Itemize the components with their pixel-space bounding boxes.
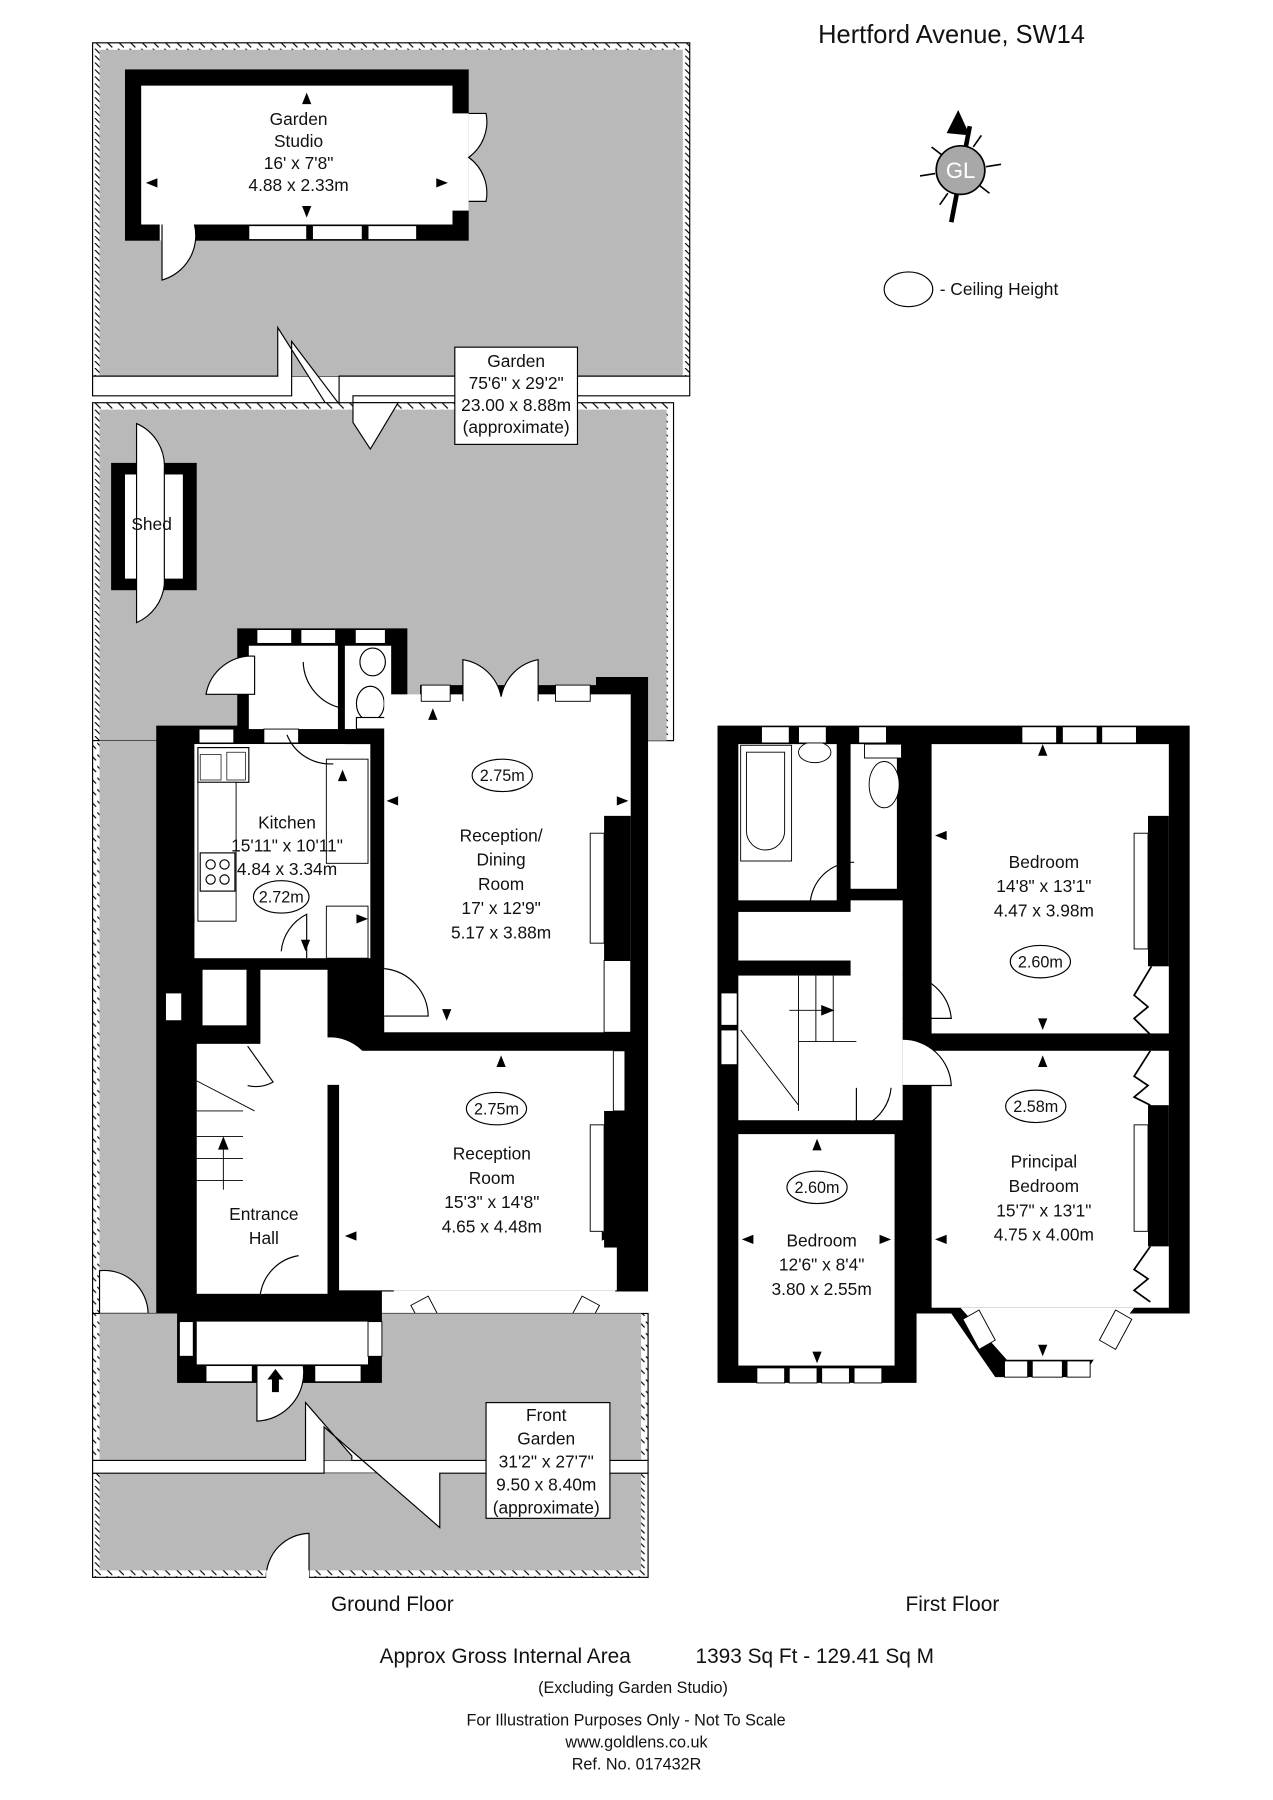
bedroom-rear-name: Bedroom	[1009, 852, 1079, 872]
ceiling-height-badge	[252, 880, 310, 914]
garden-label: Garden 75'6" x 29'2" 23.00 x 8.88m (appr…	[454, 346, 579, 445]
area-value: 1393 Sq Ft - 129.41 Sq M	[696, 1645, 935, 1668]
bedroom-rear-ceiling: 2.60m	[1018, 953, 1063, 971]
garden-note: (approximate)	[463, 417, 570, 437]
sink-icon	[197, 747, 250, 783]
dimension-arrow-icon	[302, 92, 312, 105]
entrance-hall-name-line2: Hall	[249, 1228, 279, 1248]
staircase	[740, 975, 857, 1111]
kitchen-metric: 4.84 x 3.34m	[237, 859, 337, 879]
first-floor-label: First Floor	[906, 1593, 1000, 1616]
front-garden-name-line2: Garden	[517, 1428, 575, 1448]
first-floor: Bedroom 14'8" x 13'1" 4.47 x 3.98m 2.60m…	[717, 725, 1190, 1384]
ceiling-height-badge	[786, 1170, 848, 1205]
front-garden-metric: 9.50 x 8.40m	[496, 1475, 596, 1495]
kitchen-name: Kitchen	[258, 813, 316, 833]
reception-name-line1: Reception	[453, 1144, 531, 1164]
kitchen-ceiling: 2.72m	[259, 889, 304, 907]
garden-studio-name-line1: Garden	[270, 109, 328, 129]
ceiling-height-badge	[1009, 944, 1072, 979]
garden-imperial: 75'6" x 29'2"	[469, 373, 564, 393]
entrance-hall-name-line1: Entrance	[229, 1204, 298, 1224]
principal-bedroom-ceiling: 2.58m	[1013, 1098, 1058, 1116]
bedroom-front-name: Bedroom	[786, 1230, 856, 1250]
reception-dining-name-line3: Room	[478, 874, 524, 894]
area-note: (Excluding Garden Studio)	[538, 1679, 728, 1697]
toilet-icon	[868, 761, 900, 809]
reception-dining-name-line2: Dining	[477, 850, 526, 870]
ceiling-height-legend-label: - Ceiling Height	[940, 279, 1059, 299]
reception-dining-name-line1: Reception/	[460, 825, 543, 845]
hob-icon	[199, 852, 236, 892]
reception-metric: 4.65 x 4.48m	[442, 1216, 542, 1236]
reception-dining-imperial: 17' x 12'9"	[461, 898, 540, 918]
staircase	[196, 1080, 255, 1190]
reception-dining-metric: 5.17 x 3.88m	[451, 923, 551, 943]
ceiling-height-legend-icon	[883, 271, 934, 308]
shed: Shed	[111, 422, 197, 624]
area-label: Approx Gross Internal Area	[380, 1645, 632, 1668]
bedroom-front-metric: 3.80 x 2.55m	[772, 1279, 872, 1299]
disclaimer: For Illustration Purposes Only - Not To …	[467, 1711, 786, 1729]
principal-bedroom-metric: 4.75 x 4.00m	[994, 1225, 1094, 1245]
address-title: Hertford Avenue, SW14	[818, 21, 1085, 49]
principal-bedroom-name-line2: Bedroom	[1009, 1176, 1079, 1196]
compass-logo-text: GL	[946, 158, 975, 183]
garden-studio-name-line2: Studio	[274, 131, 323, 151]
bedroom-rear-metric: 4.47 x 3.98m	[994, 901, 1094, 921]
compass-icon: GL	[919, 109, 1002, 223]
garden-studio-metric: 4.88 x 2.33m	[248, 175, 348, 195]
ceiling-height-legend: - Ceiling Height	[883, 271, 1059, 308]
bedroom-front-imperial: 12'6" x 8'4"	[779, 1255, 864, 1275]
front-garden-imperial: 31'2" x 27'7"	[499, 1451, 594, 1471]
bedroom-front-ceiling: 2.60m	[795, 1179, 840, 1197]
ceiling-height-badge	[465, 1091, 528, 1126]
side-gate	[98, 1269, 149, 1315]
fireplace-icon	[589, 832, 605, 944]
principal-bedroom-name-line1: Principal	[1011, 1152, 1078, 1172]
ceiling-height-badge	[1005, 1089, 1067, 1124]
basin-icon	[359, 647, 386, 677]
bedroom-rear-imperial: 14'8" x 13'1"	[996, 876, 1091, 896]
front-garden-note: (approximate)	[493, 1498, 600, 1518]
ceiling-height-badge	[471, 758, 533, 793]
principal-bedroom-imperial: 15'7" x 13'1"	[996, 1200, 1091, 1220]
reception-imperial: 15'3" x 14'8"	[444, 1192, 539, 1212]
garden-studio: Garden Studio 16' x 7'8" 4.88 x 2.33m	[124, 69, 488, 281]
ground-floor-label: Ground Floor	[331, 1593, 454, 1616]
garden-name: Garden	[487, 351, 545, 371]
front-garden: Front Garden 31'2" x 27'7" 9.50 x 8.40m …	[92, 1312, 649, 1580]
reference-number: Ref. No. 017432R	[572, 1755, 702, 1773]
ground-floor-house: Kitchen 15'11" x 10'11" 4.84 x 3.34m 2.7…	[156, 628, 649, 1422]
reception-name-line2: Room	[469, 1168, 515, 1188]
basin-icon	[798, 741, 832, 764]
toilet-icon	[355, 685, 385, 722]
garden-metric: 23.00 x 8.88m	[461, 395, 571, 415]
bathtub-icon	[740, 744, 793, 862]
reception-dining-ceiling: 2.75m	[480, 767, 525, 785]
garden-studio-imperial: 16' x 7'8"	[264, 153, 334, 173]
shed-name: Shed	[131, 514, 172, 534]
kitchen-imperial: 15'11" x 10'11"	[231, 836, 343, 856]
reception-ceiling: 2.75m	[474, 1100, 519, 1118]
front-garden-name-line1: Front	[526, 1405, 567, 1425]
website-link[interactable]: www.goldlens.co.uk	[564, 1733, 708, 1751]
